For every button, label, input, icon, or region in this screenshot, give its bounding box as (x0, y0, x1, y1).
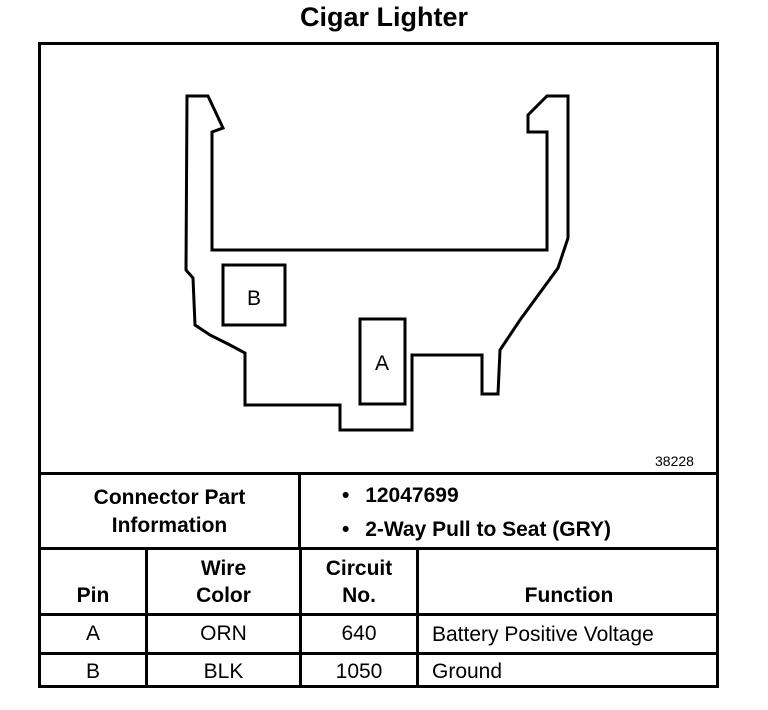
bullet-item: • 2-Way Pull to Seat (GRY) (342, 516, 611, 544)
cell-color: ORN (200, 622, 247, 645)
cell-color: BLK (203, 660, 244, 683)
cell-pin: A (85, 622, 100, 645)
part-number: 12047699 (365, 484, 459, 507)
header-pin: Pin (76, 584, 110, 607)
cell-function: Ground (432, 660, 503, 683)
connector-description: 2-Way Pull to Seat (GRY) (365, 518, 612, 541)
info-col-divider (298, 472, 301, 550)
diagram-frame (38, 42, 719, 688)
pin-b-cavity (221, 263, 287, 327)
header-divider (38, 547, 719, 550)
pin-a-label: A (375, 352, 389, 375)
pin-a-cavity (358, 317, 407, 406)
header-line: Circuit (325, 557, 393, 580)
row-divider (38, 652, 719, 655)
cell-circuit: 640 (341, 622, 377, 645)
header-circuit: Circuit No. (302, 555, 416, 609)
header-line: Wire (200, 557, 247, 580)
header-function: Function (524, 584, 614, 607)
bullet-item: • 12047699 (342, 482, 459, 510)
cell-circuit: 1050 (335, 660, 383, 683)
page-title: Cigar Lighter (299, 2, 468, 32)
table-top-border (38, 472, 719, 475)
col-divider (145, 547, 148, 688)
bullet-icon: • (342, 484, 350, 507)
cell-pin: B (85, 660, 100, 683)
pin-b-label: B (247, 287, 261, 310)
header-line: No. (342, 584, 376, 607)
row-divider (38, 613, 719, 616)
header-wire-color: Wire Color (148, 555, 299, 609)
info-label-line: Connector Part (93, 486, 246, 509)
figure-number: 38228 (655, 453, 694, 469)
cell-function: Battery Positive Voltage (432, 623, 654, 646)
info-label-line: Information (111, 514, 228, 537)
col-divider (299, 547, 302, 688)
connector-outline (184, 94, 570, 432)
header-line: Color (196, 584, 251, 607)
bullet-icon: • (342, 518, 350, 541)
info-label: Connector Part Information (41, 484, 298, 540)
col-divider (416, 547, 419, 688)
